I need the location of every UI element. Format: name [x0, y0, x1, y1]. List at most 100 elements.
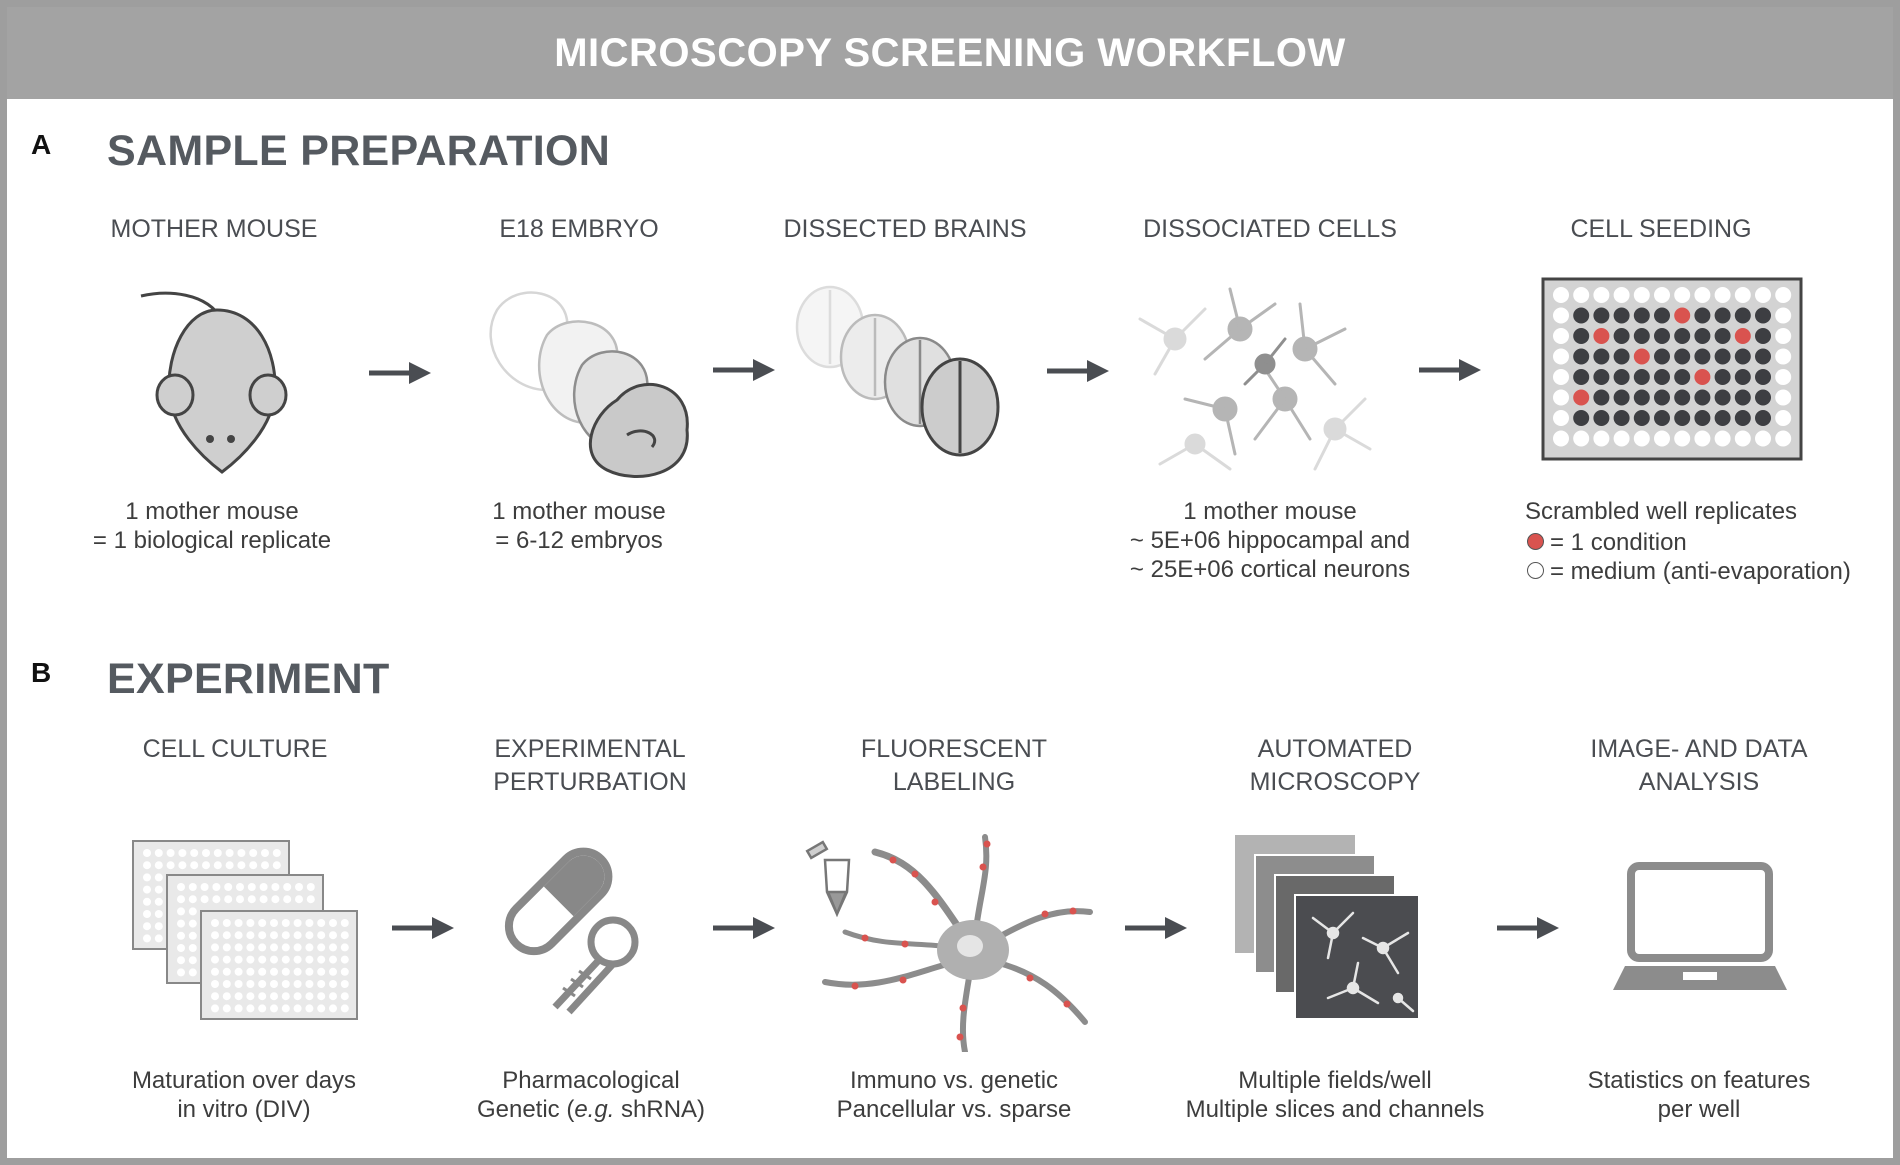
legend-medium: = medium (anti-evaporation) [1527, 558, 1851, 586]
plate-well [246, 967, 255, 976]
well [1593, 430, 1610, 447]
plate-well [177, 895, 185, 904]
plate-well [246, 980, 255, 988]
step-title-mother-mouse: MOTHER MOUSE [110, 215, 318, 243]
well [1755, 430, 1771, 447]
plate-well [177, 883, 185, 891]
well [1593, 369, 1610, 385]
plate-well [305, 931, 314, 940]
well [1694, 348, 1711, 365]
tube-icon [805, 840, 851, 918]
well [1654, 287, 1670, 303]
well [1654, 430, 1670, 447]
plate-well [237, 849, 246, 857]
plate-well [166, 861, 175, 870]
well [1714, 389, 1731, 406]
step-title-image-data-analysis: IMAGE- AND DATA ANALYSIS [1539, 733, 1859, 799]
well [1734, 328, 1751, 344]
well [1775, 410, 1792, 426]
plate-well [166, 849, 175, 857]
legend-condition: = 1 condition [1527, 529, 1687, 557]
plate-well [270, 1004, 278, 1013]
plate-well [340, 943, 349, 952]
plate-well [272, 849, 281, 857]
well [1755, 307, 1771, 324]
plate-well [212, 895, 221, 904]
plate-well [211, 967, 219, 976]
plate-well [270, 955, 278, 964]
well [1714, 328, 1731, 344]
plate-well [246, 943, 255, 952]
plate-well [178, 861, 187, 870]
panel-letter-b: B [31, 657, 52, 688]
caption-line: 1 mother mouse [492, 498, 666, 525]
caption-line: Scrambled well replicates [1524, 498, 1798, 525]
plate-well [246, 992, 255, 1001]
well [1633, 430, 1650, 447]
plate-well [154, 849, 163, 857]
plate-well [222, 919, 231, 927]
plate-well [222, 1004, 231, 1013]
plate-well [306, 895, 315, 904]
plate-well [212, 883, 221, 891]
plate-well [143, 873, 151, 882]
well [1694, 389, 1711, 406]
plates-stack-icon [132, 840, 358, 1020]
well [1694, 307, 1711, 324]
plate-well [295, 895, 303, 904]
plate-well [236, 883, 244, 891]
step-title-line: LABELING [892, 768, 1016, 796]
well [1573, 328, 1590, 344]
caption-line: Genetic (e.g. shRNA) [401, 1095, 781, 1124]
plate-well [188, 907, 197, 916]
plate-well [154, 885, 163, 894]
well [1553, 287, 1569, 303]
image-stack-icon [1235, 835, 1420, 1020]
plate-well [211, 943, 219, 952]
plate-well [258, 931, 267, 940]
plate-well [293, 980, 302, 988]
plate-well [329, 943, 337, 952]
plate-well [317, 967, 326, 976]
well [1593, 328, 1610, 344]
section-title-sample-preparation: SAMPLE PREPARATION [107, 127, 611, 175]
plate-well [329, 919, 337, 927]
plate-well [258, 980, 267, 988]
plate-well [270, 967, 278, 976]
plate-well [281, 955, 290, 964]
plate-well [143, 910, 151, 918]
step-title-line: IMAGE- AND DATA [1590, 735, 1808, 763]
step-title-line: AUTOMATED [1257, 735, 1413, 763]
well [1714, 410, 1731, 426]
plate-well [177, 931, 185, 940]
plate-well [177, 907, 185, 916]
well [1775, 430, 1792, 447]
well [1633, 287, 1650, 303]
plate-well [258, 943, 267, 952]
plate-well [270, 919, 278, 927]
well [1573, 287, 1590, 303]
step-title-automated-microscopy: AUTOMATED MICROSCOPY [1175, 733, 1495, 799]
arrow-icon [713, 359, 775, 381]
plate-well [340, 955, 349, 964]
well [1775, 328, 1792, 344]
well [1613, 369, 1630, 385]
plate-well [258, 1004, 267, 1013]
plate-well [259, 883, 268, 891]
step-title-dissected-brains: DISSECTED BRAINS [783, 215, 1027, 243]
plate-well [340, 931, 349, 940]
well [1553, 430, 1569, 447]
well [1633, 348, 1650, 365]
plate-well [224, 895, 233, 904]
plate-well [234, 943, 243, 952]
plate-well [293, 919, 302, 927]
plate-well [270, 980, 278, 988]
plate-well [188, 883, 197, 891]
step-title-dissociated-cells: DISSOCIATED CELLS [1143, 215, 1397, 243]
caption-line: 1 mother mouse [125, 498, 299, 525]
well [1734, 348, 1751, 365]
well [1714, 430, 1731, 447]
well [1553, 348, 1569, 365]
legend-medium-label: = medium (anti-evaporation) [1550, 558, 1851, 585]
brains-icon [795, 285, 1000, 457]
